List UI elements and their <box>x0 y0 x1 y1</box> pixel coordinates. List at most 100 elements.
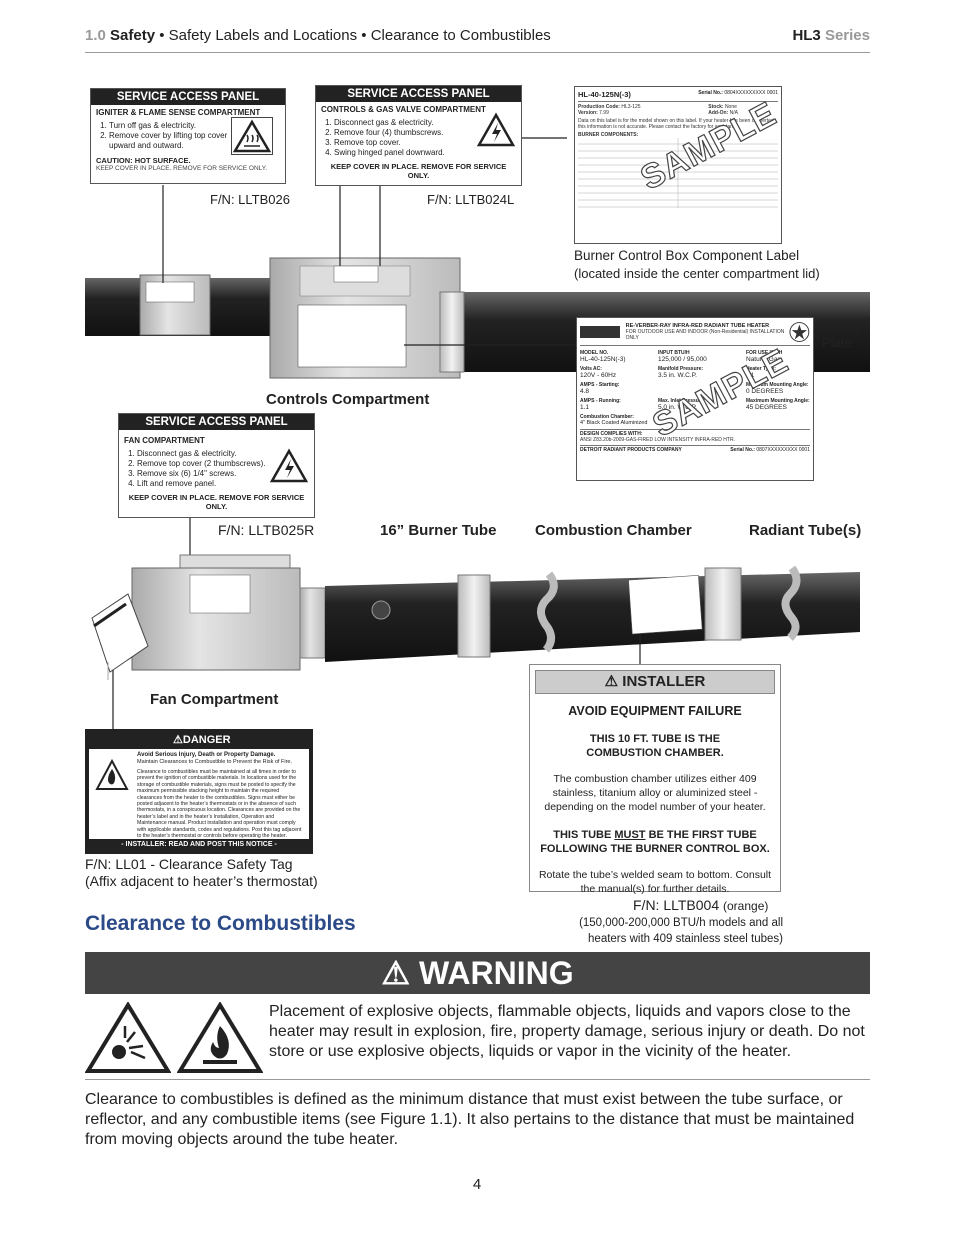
label-lltb026-sub: IGNITER & FLAME SENSE COMPARTMENT <box>96 108 261 117</box>
installer-label: ⚠ INSTALLER AVOID EQUIPMENT FAILURE THIS… <box>529 664 781 895</box>
step: Remove top cover. <box>334 138 521 148</box>
chamber-label: Combustion Chamber: <box>580 414 634 420</box>
gas-label: FOR USE WITH <box>746 350 783 356</box>
installer-tube-line1: THIS 10 FT. TUBE IS THE <box>589 733 721 745</box>
inlet-label: Max. Inlet Pressure: <box>658 398 706 404</box>
danger-subheading: Maintain Clearances to Combustible to Pr… <box>137 759 292 765</box>
lltb004-note: (150,000-200,000 BTU/h models and all he… <box>579 917 783 945</box>
label-lltb024l-bar: SERVICE ACCESS PANEL <box>316 86 521 102</box>
version-label: Version: <box>578 110 598 116</box>
danger-tag: ⚠DANGER Avoid Serious Injury, Death or P… <box>85 729 313 854</box>
component-table <box>578 138 778 208</box>
volts-label: Volts AC: <box>580 366 602 372</box>
danger-title: DANGER <box>182 734 231 746</box>
rating-plate-caption: Rating Plate <box>822 318 860 350</box>
label-lltb024l-foot: KEEP COVER IN PLACE. REMOVE FOR SERVICE … <box>330 162 507 180</box>
gas-value: Natural Gas <box>746 356 781 363</box>
design-value: ANSI Z83.20b-2009-GAS-FIRED LOW INTENSIT… <box>580 437 735 443</box>
stock-label: Stock: <box>708 104 724 110</box>
installer-must-b: BE THE FIRST TUBE FOLLOWING THE BURNER C… <box>540 829 770 855</box>
label-lltb025r-bar: SERVICE ACCESS PANEL <box>119 414 314 430</box>
label-lltb026-steps: Turn off gas & electricity. Remove cover… <box>91 121 229 151</box>
serial-value: 0804XXXXXXXXX 0001 <box>724 90 778 96</box>
certification-star-icon <box>789 322 810 342</box>
rating-use: FOR OUTDOOR USE AND INDOOR (Non-Resident… <box>625 329 785 341</box>
version-value: 7.99 <box>599 110 609 116</box>
pn-lltb004-color: (orange) <box>723 899 769 913</box>
page-number: 4 <box>472 1176 482 1193</box>
warning-triangle-icon: ⚠ <box>604 673 619 690</box>
label-lltb025r-foot: KEEP COVER IN PLACE. REMOVE FOR SERVICE … <box>128 493 305 511</box>
rating-plate: RE-VERBER-RAY INFRA-RED RADIANT TUBE HEA… <box>576 317 814 481</box>
danger-heading: Avoid Serious Injury, Death or Property … <box>137 752 276 758</box>
max-angle-label: Maximum Mounting Angle: <box>746 398 810 404</box>
caption-radiant-tubes: Radiant Tube(s) <box>749 522 862 539</box>
installer-must-word: MUST <box>614 829 646 841</box>
chamber-value: 4" Black Coated Aluminized <box>580 420 648 426</box>
installer-materials-text: The combustion chamber utilizes either 4… <box>544 773 766 813</box>
installer-heading: AVOID EQUIPMENT FAILURE <box>568 704 742 718</box>
component-label-location: (located inside the center compartment l… <box>574 266 820 281</box>
amps-starting-label: AMPS - Starting: <box>580 382 620 388</box>
explosion-hazard-icon <box>85 1002 171 1073</box>
ll01-instructions: (Affix adjacent to heater’s thermostat) <box>85 873 318 889</box>
manifold-label: Manifold Pressure: <box>658 366 704 372</box>
installer-rotate-text: Rotate the tube’s welded seam to bottom.… <box>538 869 772 895</box>
caption-controls: Controls Compartment <box>266 391 430 408</box>
pn-lltb004: F/N: LLTB004 <box>633 897 720 913</box>
installer-tube-line2: COMBUSTION CHAMBER. <box>586 747 724 759</box>
company-name: DETROIT RADIANT PRODUCTS COMPANY <box>580 447 682 453</box>
stock-value: None <box>724 104 737 110</box>
input-value: 125,000 / 95,000 <box>658 356 707 363</box>
danger-body: Clearance to combustibles must be mainta… <box>137 769 302 840</box>
danger-footer: - INSTALLER: READ AND POST THIS NOTICE - <box>121 841 277 848</box>
installer-bar: ⚠ INSTALLER <box>535 670 775 694</box>
min-angle-label: Minimum Mounting Angle: <box>746 382 809 388</box>
label-lltb025r: SERVICE ACCESS PANEL FAN COMPARTMENT Dis… <box>118 413 315 518</box>
pn-lltb025r: F/N: LLTB025R <box>218 522 315 538</box>
design-label: DESIGN COMPLIES WITH: <box>580 431 643 437</box>
amps-running-value: 1.1 <box>580 404 590 411</box>
rating-brand: RE-VERBER-RAY INFRA-RED RADIANT TUBE HEA… <box>625 323 770 329</box>
pn-lltb024l: F/N: LLTB024L <box>427 192 515 207</box>
electrical-hazard-icon <box>476 112 516 148</box>
step: Remove six (6) 1/4" screws. <box>137 469 314 479</box>
step: Disconnect gas & electricity. <box>137 449 314 459</box>
component-label: HL-40-125N(-3) Serial No.: 0804XXXXXXXXX… <box>574 86 783 244</box>
label-lltb025r-sub: FAN COMPARTMENT <box>124 436 205 445</box>
hot-surface-icon <box>231 117 273 155</box>
caption-fan-compartment: Fan Compartment <box>150 691 279 708</box>
type-label: Heater Type: <box>746 366 776 372</box>
section-crumbs: • Safety Labels and Locations • Clearanc… <box>155 27 551 44</box>
header-divider <box>85 52 870 53</box>
inlet-value: 5.0 in. W.C.P. <box>658 404 697 411</box>
pn-lltb026: F/N: LLTB026 <box>210 192 290 207</box>
rating-serial-label: Serial No.: <box>730 447 755 453</box>
label-lltb026-foot: KEEP COVER IN PLACE. REMOVE FOR SERVICE … <box>96 165 268 172</box>
label-lltb024l: SERVICE ACCESS PANEL CONTROLS & GAS VALV… <box>315 85 522 186</box>
components-title: BURNER COMPONENTS: <box>578 132 639 138</box>
brand-logo <box>580 326 620 338</box>
label-lltb026-caution: CAUTION: HOT SURFACE. <box>96 156 191 165</box>
electrical-hazard-icon <box>269 448 309 484</box>
rating-serial-value: 0807XXXXXXXXX 0001 <box>756 447 810 453</box>
serial-label: Serial No.: <box>698 90 723 96</box>
max-angle-value: 45 DEGREES <box>746 404 787 411</box>
step: Swing hinged panel downward. <box>334 148 521 158</box>
label-lltb024l-sub: CONTROLS & GAS VALVE COMPARTMENT <box>321 105 486 114</box>
amps-running-label: AMPS - Running: <box>580 398 621 404</box>
clearance-definition: Clearance to combustibles is defined as … <box>85 1091 855 1148</box>
section-name: Safety <box>110 27 156 44</box>
caption-burner-tube: 16” Burner Tube <box>380 522 497 539</box>
component-note: Data on this label is for the model show… <box>578 118 776 130</box>
warning-title: WARNING <box>418 955 574 991</box>
section-divider <box>85 1079 870 1080</box>
step: Remove cover by lifting top cover upward… <box>109 131 229 151</box>
clearance-title: Clearance to Combustibles <box>85 912 356 935</box>
step: Lift and remove panel. <box>137 479 314 489</box>
series-word: Series <box>824 27 870 44</box>
volts-value: 120V - 60Hz <box>580 372 617 379</box>
warning-triangle-icon: ⚠ <box>381 955 411 991</box>
series-model: HL3 <box>792 27 821 44</box>
flammable-hazard-icon <box>177 1002 263 1073</box>
